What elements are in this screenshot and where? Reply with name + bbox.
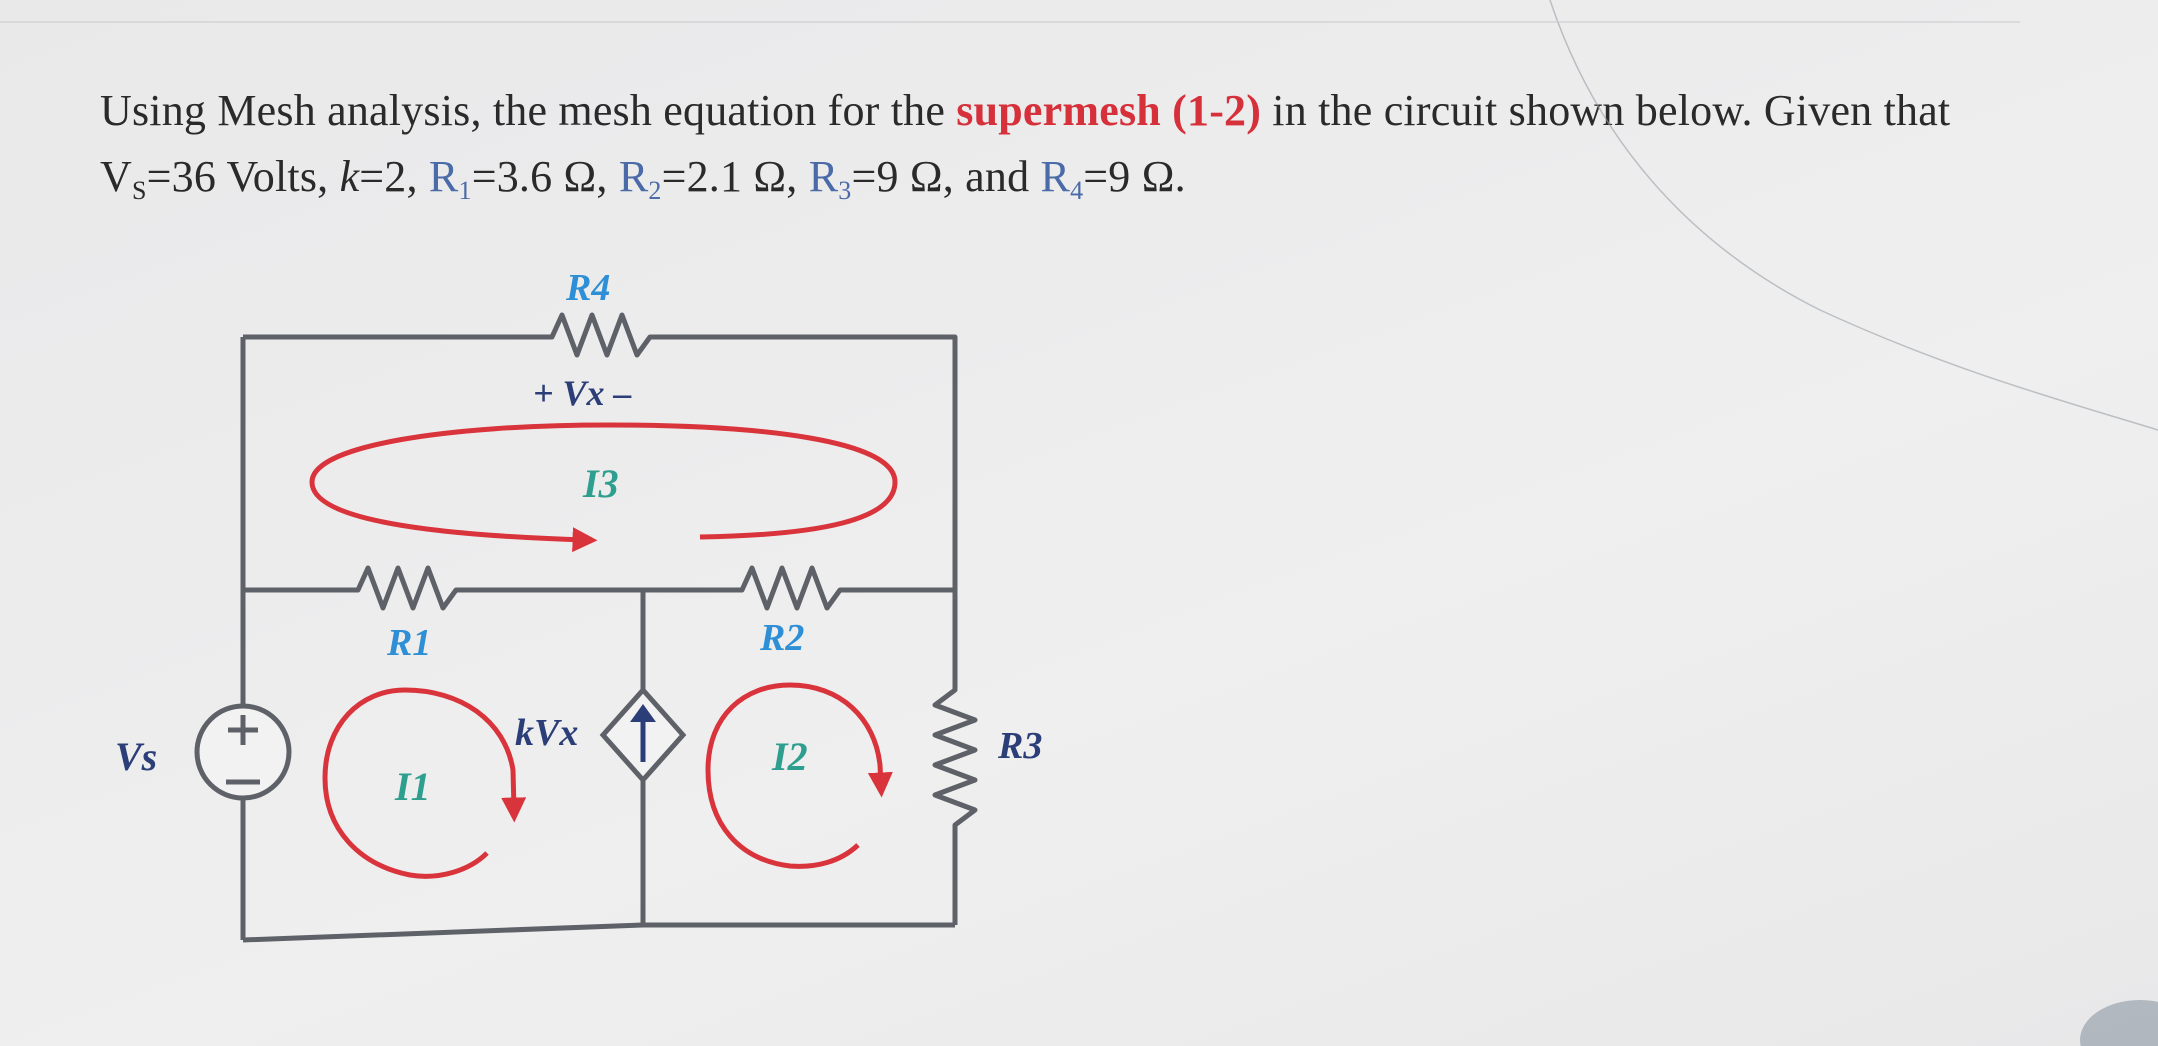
dependent-current-source [599, 686, 687, 784]
r2-value: =2.1 Ω, [661, 152, 809, 201]
k-name: k [339, 152, 360, 201]
question-part1: Using Mesh analysis, the mesh equation f… [100, 86, 957, 135]
vx-polarity-label: + Vx – [533, 373, 632, 413]
question-text: Using Mesh analysis, the mesh equation f… [100, 78, 2060, 210]
i2-label: I2 [771, 734, 808, 779]
r4-label: R4 [565, 267, 610, 309]
r3-sub: 3 [838, 176, 852, 205]
i3-label: I3 [582, 461, 619, 506]
r4-value: =9 Ω. [1083, 152, 1186, 201]
r2-label: R2 [759, 617, 804, 659]
i1-label: I1 [394, 764, 431, 809]
r1-label: R1 [386, 622, 431, 664]
r2-sub: 2 [648, 176, 662, 205]
r3-label: R3 [997, 725, 1042, 767]
vs-label: Vs [115, 734, 157, 779]
resistor-r1 [345, 565, 488, 611]
r1-name: R [428, 152, 459, 201]
kvx-label: kVx [515, 712, 578, 754]
mesh-i2-loop [705, 682, 893, 869]
r2-name: R [618, 152, 649, 201]
mesh-i1-loop [322, 687, 527, 879]
r1-value: =3.6 Ω, [471, 152, 619, 201]
vs-name: V [100, 152, 132, 201]
page-corner-shadow [2080, 1000, 2158, 1046]
r1-sub: 1 [458, 176, 472, 205]
voltage-source-vs [194, 703, 292, 801]
r4-name: R [1040, 152, 1071, 201]
paper-crease-line [1549, 0, 2158, 431]
vs-value: =36 Volts, [146, 152, 340, 201]
r3-name: R [808, 152, 839, 201]
resistor-r4 [540, 312, 680, 358]
k-value: =2, [359, 152, 429, 201]
resistor-r2 [730, 565, 860, 611]
vs-sub: S [131, 176, 147, 205]
mesh-i3-loop [309, 422, 898, 553]
supermesh-highlight: supermesh (1-2) [956, 86, 1262, 135]
r3-value: =9 Ω, and [851, 152, 1041, 201]
r4-sub: 4 [1070, 176, 1084, 205]
resistor-r3 [932, 670, 978, 850]
circuit-wires [240, 334, 958, 943]
